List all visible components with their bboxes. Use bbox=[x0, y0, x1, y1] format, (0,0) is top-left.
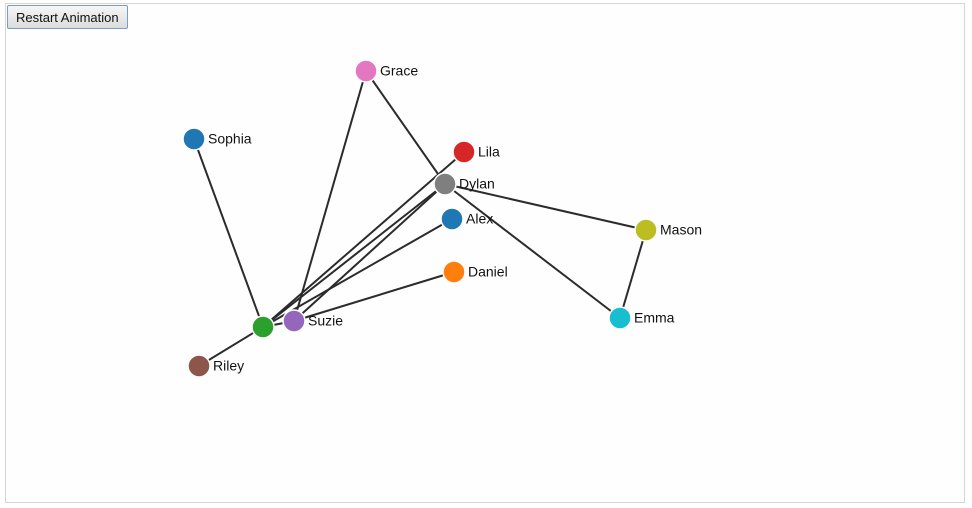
edge-daniel-suzie bbox=[293, 271, 455, 322]
node-emma[interactable]: Emma bbox=[608, 306, 675, 330]
node-lila[interactable]: Lila bbox=[452, 140, 500, 164]
edge-alex-green bbox=[262, 218, 453, 328]
node-sophia[interactable]: Sophia bbox=[182, 127, 252, 151]
node-circle-sophia[interactable] bbox=[182, 127, 206, 151]
node-circle-alex[interactable] bbox=[440, 207, 464, 231]
node-circle-grace[interactable] bbox=[354, 59, 378, 83]
node-label-sophia: Sophia bbox=[208, 131, 252, 147]
node-mason[interactable]: Mason bbox=[634, 218, 702, 242]
node-label-suzie: Suzie bbox=[308, 313, 343, 329]
edge-lila-green bbox=[262, 151, 465, 328]
node-label-alex: Alex bbox=[466, 211, 493, 227]
edge-mason-emma bbox=[619, 229, 647, 319]
node-label-mason: Mason bbox=[660, 222, 702, 238]
edge-dylan-green bbox=[262, 183, 446, 328]
graph-canvas-frame bbox=[5, 3, 965, 503]
node-label-emma: Emma bbox=[634, 310, 675, 326]
node-green[interactable] bbox=[251, 315, 275, 339]
node-circle-emma[interactable] bbox=[608, 306, 632, 330]
node-circle-mason[interactable] bbox=[634, 218, 658, 242]
node-circle-suzie[interactable] bbox=[282, 309, 306, 333]
restart-animation-button[interactable]: Restart Animation bbox=[7, 5, 128, 29]
node-daniel[interactable]: Daniel bbox=[442, 260, 508, 284]
node-label-daniel: Daniel bbox=[468, 264, 508, 280]
node-alex[interactable]: Alex bbox=[440, 207, 493, 231]
edges-layer bbox=[193, 70, 647, 367]
edge-green-riley bbox=[198, 326, 264, 367]
node-circle-daniel[interactable] bbox=[442, 260, 466, 284]
node-circle-dylan[interactable] bbox=[433, 172, 457, 196]
node-circle-lila[interactable] bbox=[452, 140, 476, 164]
node-label-grace: Grace bbox=[380, 63, 418, 79]
node-dylan[interactable]: Dylan bbox=[433, 172, 495, 196]
edge-grace-dylan bbox=[365, 70, 446, 185]
edge-dylan-suzie bbox=[293, 183, 446, 322]
edge-dylan-emma bbox=[444, 183, 621, 319]
node-suzie[interactable]: Suzie bbox=[282, 309, 343, 333]
node-label-lila: Lila bbox=[478, 144, 500, 160]
node-label-dylan: Dylan bbox=[459, 176, 495, 192]
node-grace[interactable]: Grace bbox=[354, 59, 418, 83]
node-riley[interactable]: Riley bbox=[187, 354, 244, 378]
edge-dylan-mason bbox=[444, 183, 647, 231]
node-label-riley: Riley bbox=[213, 358, 244, 374]
node-circle-riley[interactable] bbox=[187, 354, 211, 378]
node-circle-green[interactable] bbox=[251, 315, 275, 339]
edge-sophia-green bbox=[193, 138, 264, 328]
edge-grace-suzie bbox=[293, 70, 367, 322]
